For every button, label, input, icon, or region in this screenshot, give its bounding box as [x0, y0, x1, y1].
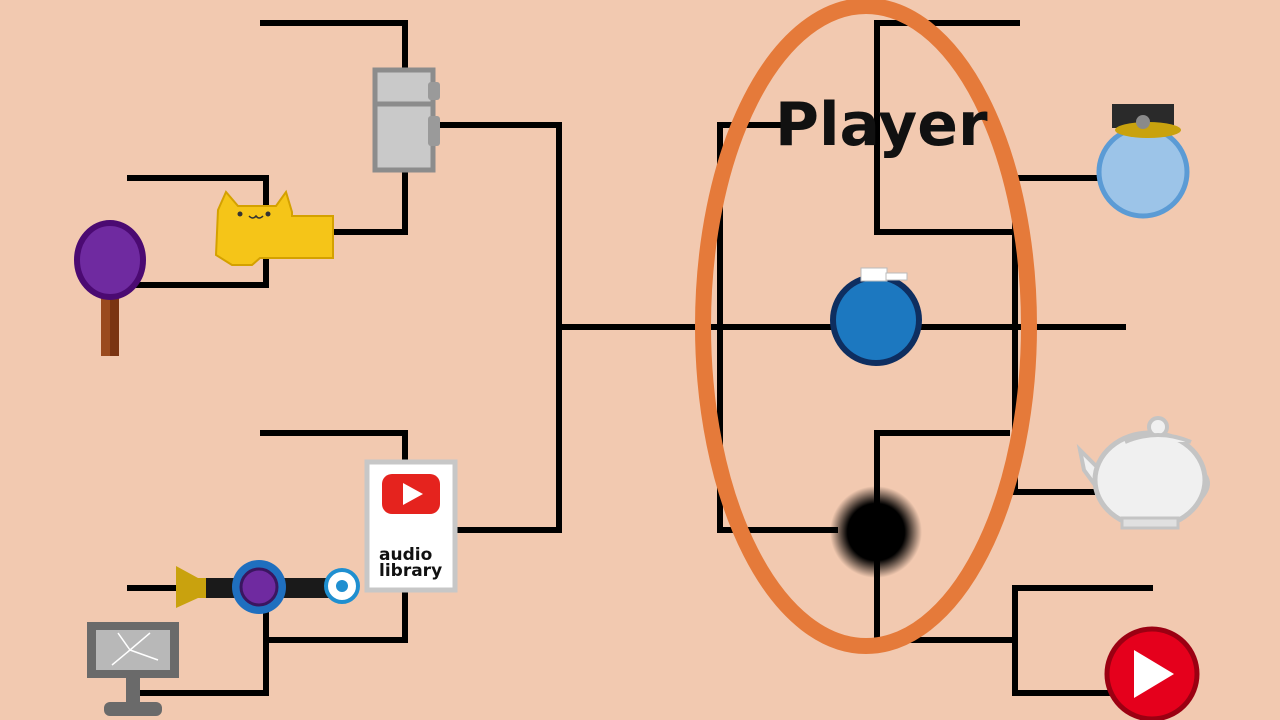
bugle-player-icon[interactable] [176, 560, 360, 614]
blue-ball-icon[interactable] [830, 267, 922, 366]
blue-flask-icon[interactable] [1096, 104, 1190, 219]
black-hole-icon[interactable] [830, 486, 922, 578]
teapot-icon[interactable] [1076, 416, 1210, 530]
red-play-button-icon[interactable] [1104, 626, 1200, 720]
audio-library-line2: library [379, 561, 442, 581]
highlight-ring [695, 0, 1037, 654]
broken-monitor-icon[interactable] [87, 622, 179, 716]
purple-lollipop-icon[interactable] [74, 220, 146, 356]
audio-library-icon[interactable]: audio library [364, 459, 458, 593]
fridge-icon[interactable] [372, 67, 440, 173]
audio-library-line1: audio [379, 545, 432, 565]
yellow-cat-icon[interactable] [214, 189, 334, 266]
player-label: Player [775, 90, 988, 160]
